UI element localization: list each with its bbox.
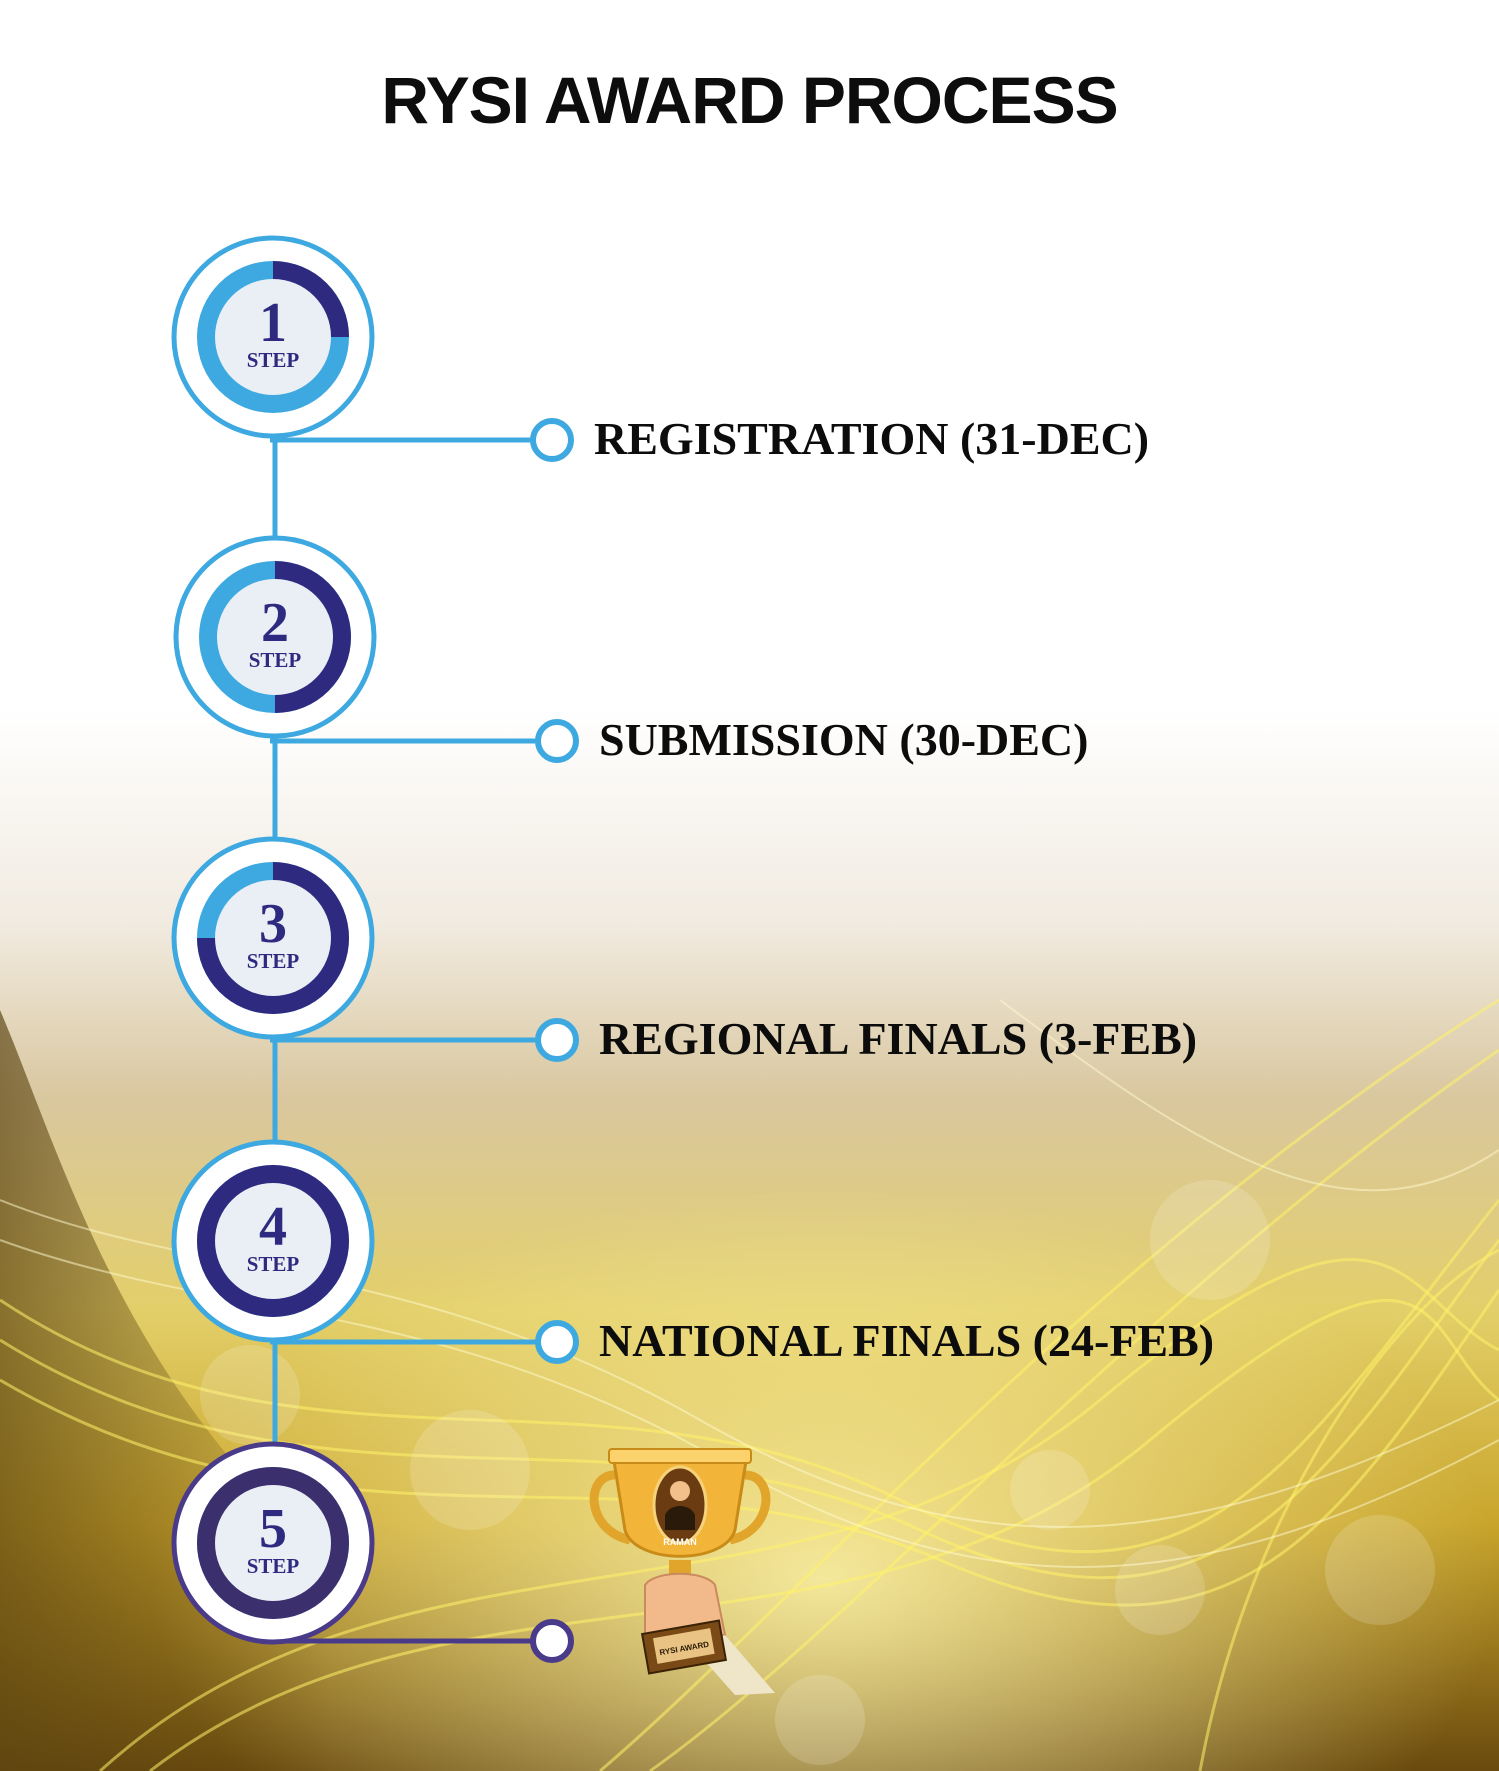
badge-center — [217, 579, 333, 695]
page-title: RYSI AWARD PROCESS — [381, 63, 1118, 137]
badge-center — [215, 880, 331, 996]
step-text: STEP — [249, 648, 302, 672]
step-3-label: REGIONAL FINALS (3-FEB) — [599, 1013, 1198, 1064]
node-marker — [535, 1018, 579, 1062]
node-marker — [530, 418, 574, 462]
step-4-label: NATIONAL FINALS (24-FEB) — [599, 1315, 1215, 1366]
trophy-badge-text: RAMAN — [663, 1537, 697, 1547]
step-number: 2 — [261, 592, 289, 654]
node-marker — [530, 1619, 574, 1663]
step-text: STEP — [247, 949, 300, 973]
trophy-icon: RAMAN RYSI AWARD — [589, 1448, 775, 1695]
badge-center — [215, 1183, 331, 1299]
badge-center — [215, 1485, 331, 1601]
step-text: STEP — [247, 1252, 300, 1276]
node-marker — [535, 719, 579, 763]
badge-center — [215, 279, 331, 395]
step-1-label: REGISTRATION (31-DEC) — [594, 413, 1150, 464]
step-2-label: SUBMISSION (30-DEC) — [599, 714, 1089, 765]
step-number: 5 — [259, 1498, 287, 1560]
step-number: 1 — [259, 292, 287, 354]
step-number: 3 — [259, 893, 287, 955]
step-text: STEP — [247, 348, 300, 372]
node-marker — [535, 1320, 579, 1364]
step-text: STEP — [247, 1554, 300, 1578]
step-number: 4 — [259, 1196, 287, 1258]
